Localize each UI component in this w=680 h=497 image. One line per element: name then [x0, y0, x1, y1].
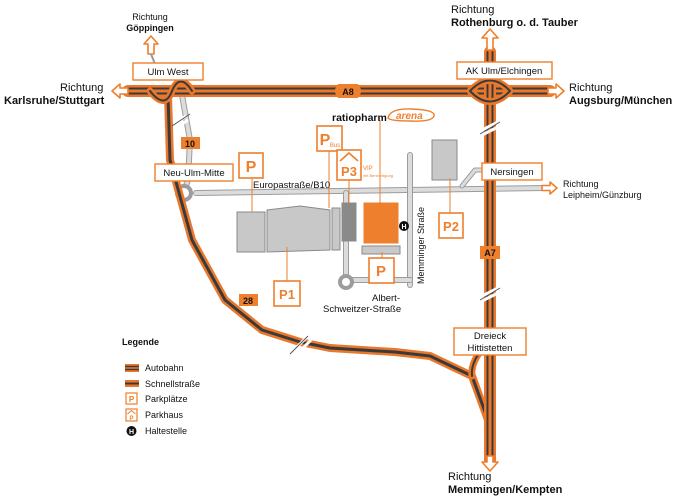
svg-text:Bus: Bus: [330, 143, 340, 149]
arrow-augsburg: [547, 83, 565, 99]
junction-ak-ulm: AK Ulm/Elchingen: [456, 61, 553, 80]
label-memminger: Memminger Straße: [416, 207, 426, 284]
direction-augsburg: Richtung Augsburg/München: [569, 82, 673, 107]
badge-b10: 10: [181, 137, 200, 149]
legend-title: Legende: [122, 337, 159, 347]
svg-text:Richtung: Richtung: [60, 82, 103, 94]
parking-garage-icon: [339, 151, 359, 162]
svg-text:Karlsruhe/Stuttgart: Karlsruhe/Stuttgart: [4, 95, 105, 107]
junction-neu-ulm: Neu-Ulm-Mitte: [154, 163, 234, 182]
svg-text:P: P: [129, 416, 133, 422]
arrow-rothenburg: [481, 28, 499, 51]
svg-text:P: P: [129, 395, 135, 404]
svg-text:AK Ulm/Elchingen: AK Ulm/Elchingen: [466, 66, 543, 77]
parking-p1: P1: [273, 280, 301, 307]
svg-text:Nersingen: Nersingen: [490, 167, 533, 178]
direction-memmingen: Richtung Memmingen/Kempten: [448, 471, 563, 496]
schnellstrasse-roads: [164, 91, 492, 459]
roundabout-albert: [338, 274, 354, 290]
svg-text:arena: arena: [396, 111, 423, 122]
legend-item-autobahn: Autobahn: [125, 363, 184, 373]
label-europastrasse: Europastraße/B10: [253, 180, 330, 191]
svg-text:Hittistetten: Hittistetten: [468, 343, 513, 354]
svg-text:Schnellstraße: Schnellstraße: [145, 379, 200, 389]
svg-text:Richtung: Richtung: [132, 12, 168, 22]
badge-b28: 28: [239, 294, 258, 306]
arrow-leipheim: [541, 181, 558, 195]
svg-text:Memmingen/Kempten: Memmingen/Kempten: [448, 484, 563, 496]
svg-text:Göppingen: Göppingen: [126, 23, 174, 33]
legend-item-parkhaus: P Parkhaus: [125, 408, 184, 422]
legend-item-haltestelle: H Haltestelle: [126, 426, 187, 436]
building-p3-garage: [341, 202, 357, 242]
building-left-3: [331, 207, 341, 251]
svg-text:VIP: VIP: [363, 166, 373, 172]
building-nersingen: [431, 139, 458, 181]
svg-text:Richtung: Richtung: [569, 82, 612, 94]
svg-text:10: 10: [185, 139, 195, 149]
svg-text:H: H: [401, 224, 406, 231]
road-badges: A8 A7 10 28: [181, 84, 500, 306]
direction-goeppingen: Richtung Göppingen: [126, 12, 174, 33]
svg-text:Richtung: Richtung: [448, 471, 491, 483]
building-left-1: [236, 211, 266, 253]
svg-text:A8: A8: [342, 87, 354, 97]
junction-nersingen: Nersingen: [481, 162, 543, 181]
svg-text:P: P: [246, 159, 257, 176]
svg-text:ratiopharm: ratiopharm: [332, 112, 387, 124]
arrow-goeppingen: [143, 35, 159, 55]
junction-dreieck: Dreieck Hittistetten: [453, 327, 527, 356]
svg-text:P3: P3: [341, 164, 357, 179]
svg-text:Dreieck: Dreieck: [474, 331, 506, 342]
bus-stop-icon: H: [399, 221, 409, 231]
svg-text:mit Berechtigung: mit Berechtigung: [363, 173, 393, 178]
arrow-memmingen: [481, 455, 499, 472]
svg-text:Leipheim/Günzburg: Leipheim/Günzburg: [563, 190, 642, 200]
parking-icon: [125, 392, 138, 405]
svg-text:H: H: [129, 429, 134, 436]
svg-text:Rothenburg o. d. Tauber: Rothenburg o. d. Tauber: [451, 17, 579, 29]
svg-text:A7: A7: [484, 248, 496, 258]
legend-item-schnellstrasse: Schnellstraße: [125, 379, 200, 389]
direction-rothenburg: Richtung Rothenburg o. d. Tauber: [451, 4, 579, 29]
svg-text:P1: P1: [279, 287, 295, 302]
svg-text:Autobahn: Autobahn: [145, 363, 184, 373]
direction-leipheim: Richtung Leipheim/Günzburg: [563, 179, 642, 200]
parking-p-left: P: [238, 152, 264, 179]
junction-ulm-west: Ulm West: [132, 62, 204, 81]
svg-text:28: 28: [243, 296, 253, 306]
arena-label: ratiopharm arena: [332, 108, 435, 124]
building-left-2: [266, 205, 331, 253]
bus-stop-icon: [126, 426, 137, 436]
svg-text:Richtung: Richtung: [451, 4, 494, 16]
parking-markers: [251, 120, 451, 282]
parking-p-bus: P Bus: [316, 125, 343, 152]
parking-p2: P2: [438, 212, 464, 239]
svg-text:Ulm West: Ulm West: [148, 67, 189, 78]
parking-p3-garage: P3 VIP mit Berechtigung: [336, 149, 393, 181]
arena-building: [363, 202, 399, 244]
parking-garage-icon: [125, 408, 138, 422]
arrow-karlsruhe: [111, 83, 129, 99]
buildings: [236, 139, 458, 255]
legend-item-parkplaetze: P Parkplätze: [125, 392, 188, 405]
badge-a8: A8: [334, 84, 362, 98]
svg-text:Parkplätze: Parkplätze: [145, 394, 188, 404]
building-small-south: [361, 245, 401, 255]
parking-p-small: P: [368, 257, 395, 284]
svg-text:Haltestelle: Haltestelle: [145, 426, 187, 436]
svg-text:Neu-Ulm-Mitte: Neu-Ulm-Mitte: [163, 168, 224, 179]
svg-text:Richtung: Richtung: [563, 179, 599, 189]
label-albert-2: Schweitzer-Straße: [323, 304, 401, 315]
svg-text:P2: P2: [443, 219, 459, 234]
svg-text:Augsburg/München: Augsburg/München: [569, 95, 673, 107]
svg-text:P: P: [376, 263, 386, 280]
direction-karlsruhe: Richtung Karlsruhe/Stuttgart: [4, 82, 105, 107]
label-albert-1: Albert-: [372, 293, 400, 304]
svg-text:P: P: [320, 132, 331, 149]
legend: Legende Autobahn Schnellstraße P Parkplä…: [122, 337, 200, 436]
svg-text:Parkhaus: Parkhaus: [145, 410, 184, 420]
badge-a7: A7: [480, 246, 500, 259]
